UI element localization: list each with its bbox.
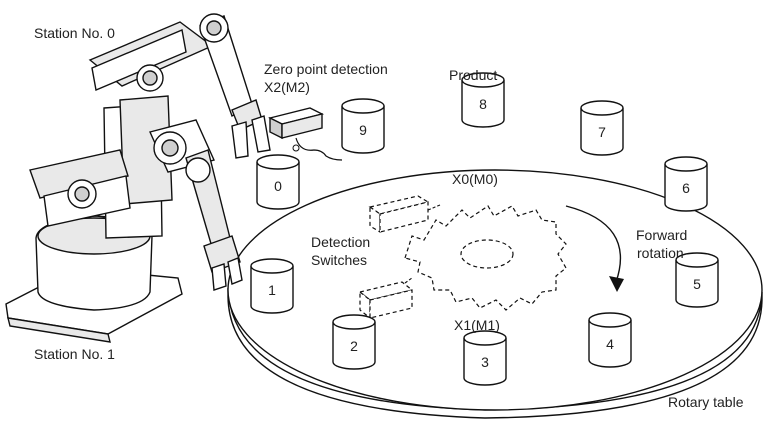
product-number-7: 7	[598, 124, 606, 140]
product-7: 7	[580, 100, 624, 156]
product-number-3: 3	[481, 354, 489, 370]
product-number-6: 6	[682, 180, 690, 196]
rotary-table-label: Rotary table	[668, 394, 744, 410]
product-1: 1	[250, 258, 294, 314]
forward-label: Forward	[636, 227, 687, 243]
detection-switch-x0	[368, 195, 441, 234]
product-number-8: 8	[479, 96, 487, 112]
detection-switch-x1	[358, 277, 414, 320]
product-number-1: 1	[268, 282, 276, 298]
product-number-9: 9	[359, 122, 367, 138]
x1-label: X1(M1)	[454, 317, 500, 333]
indexing-gear	[404, 205, 567, 311]
product-4: 4	[588, 312, 632, 368]
product-number-0: 0	[274, 178, 282, 194]
rotation-label: rotation	[637, 245, 684, 261]
x0-label: X0(M0)	[452, 171, 498, 187]
zero-point-detection-label: Zero point detection	[264, 61, 388, 77]
product-number-5: 5	[693, 276, 701, 292]
station-1-label: Station No. 1	[34, 346, 115, 362]
product-0: 0	[256, 154, 300, 210]
robot-arm	[5, 13, 271, 343]
switches-label: Switches	[311, 252, 367, 268]
detection-label: Detection	[311, 234, 370, 250]
product-8: 8	[461, 72, 505, 128]
product-number-2: 2	[350, 338, 358, 354]
product-cylinders: 0 1 2 3 4 5 6 7 8 9	[250, 72, 719, 386]
product-9: 9	[341, 98, 385, 154]
product-6: 6	[664, 156, 708, 212]
product-3: 3	[463, 330, 507, 386]
product-5: 5	[675, 252, 719, 308]
zero-point-detection-address: X2(M2)	[264, 79, 310, 95]
product-label: Product	[449, 67, 497, 83]
product-number-4: 4	[606, 336, 614, 352]
product-2: 2	[332, 314, 376, 370]
zero-point-sensor	[267, 107, 343, 161]
forward-rotation-arrow	[565, 205, 624, 292]
station-0-label: Station No. 0	[34, 25, 115, 41]
